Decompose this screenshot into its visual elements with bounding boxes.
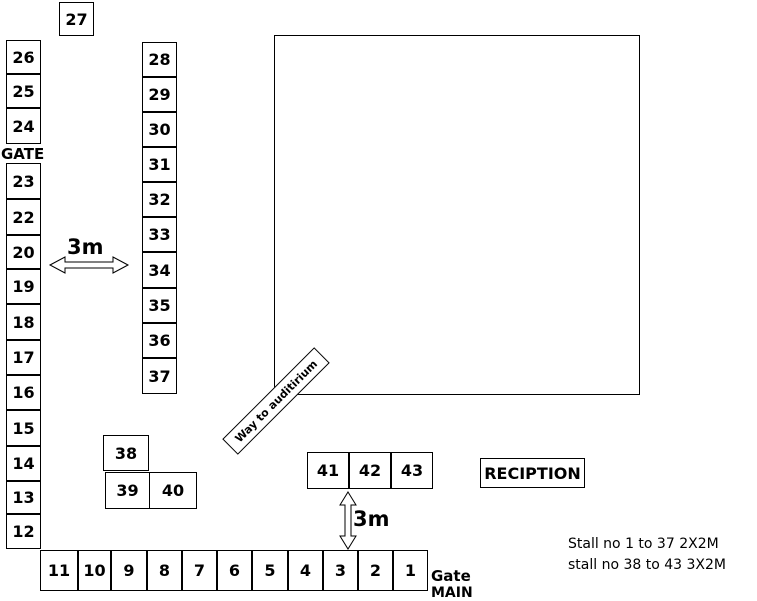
stall-9: 9 bbox=[111, 550, 147, 591]
width-arrow-bottom bbox=[339, 491, 357, 550]
stall-5: 5 bbox=[252, 550, 288, 591]
stall-19: 19 bbox=[6, 269, 41, 304]
stall-size-note-1: Stall no 1 to 37 2X2M bbox=[568, 536, 719, 552]
stall-22: 22 bbox=[6, 199, 41, 235]
width-label-bottom: 3m bbox=[353, 507, 390, 531]
stall-1: 1 bbox=[393, 550, 428, 591]
stall-25: 25 bbox=[6, 74, 41, 108]
stall-41: 41 bbox=[307, 452, 349, 489]
stall-24: 24 bbox=[6, 108, 41, 144]
stall-18: 18 bbox=[6, 304, 41, 340]
stall-7: 7 bbox=[182, 550, 217, 591]
auditorium-area bbox=[274, 35, 640, 395]
stall-42: 42 bbox=[349, 452, 391, 489]
stall-16: 16 bbox=[6, 375, 41, 410]
reception-box: RECIPTION bbox=[480, 458, 585, 488]
stall-8: 8 bbox=[147, 550, 182, 591]
stall-37: 37 bbox=[142, 358, 177, 394]
stall-14: 14 bbox=[6, 446, 41, 481]
stall-11: 11 bbox=[40, 550, 78, 591]
stall-29: 29 bbox=[142, 77, 177, 112]
stall-34: 34 bbox=[142, 252, 177, 288]
main-gate-sublabel: MAIN bbox=[431, 585, 473, 601]
main-gate-label: Gate bbox=[431, 567, 471, 585]
stall-size-note-2: stall no 38 to 43 3X2M bbox=[568, 557, 726, 573]
stall-10: 10 bbox=[78, 550, 111, 591]
stall-35: 35 bbox=[142, 288, 177, 323]
stall-40: 40 bbox=[149, 472, 197, 509]
stall-43: 43 bbox=[391, 452, 433, 489]
stall-2: 2 bbox=[358, 550, 393, 591]
stall-15: 15 bbox=[6, 410, 41, 446]
stall-13: 13 bbox=[6, 481, 41, 514]
stall-28: 28 bbox=[142, 42, 177, 77]
width-arrow-left bbox=[48, 256, 130, 274]
stall-38: 38 bbox=[103, 435, 149, 471]
stall-20: 20 bbox=[6, 235, 41, 269]
stall-36: 36 bbox=[142, 323, 177, 358]
stall-6: 6 bbox=[217, 550, 252, 591]
stall-32: 32 bbox=[142, 182, 177, 217]
stall-27: 27 bbox=[59, 2, 94, 36]
width-label-left: 3m bbox=[67, 235, 104, 259]
stall-4: 4 bbox=[288, 550, 323, 591]
stall-33: 33 bbox=[142, 217, 177, 252]
stall-12: 12 bbox=[6, 514, 41, 549]
stall-23: 23 bbox=[6, 163, 41, 199]
stall-3: 3 bbox=[323, 550, 358, 591]
stall-17: 17 bbox=[6, 340, 41, 375]
stall-26: 26 bbox=[6, 40, 41, 74]
side-gate-label: GATE bbox=[1, 145, 45, 163]
stall-31: 31 bbox=[142, 147, 177, 182]
stall-30: 30 bbox=[142, 112, 177, 147]
stall-39: 39 bbox=[105, 472, 150, 509]
